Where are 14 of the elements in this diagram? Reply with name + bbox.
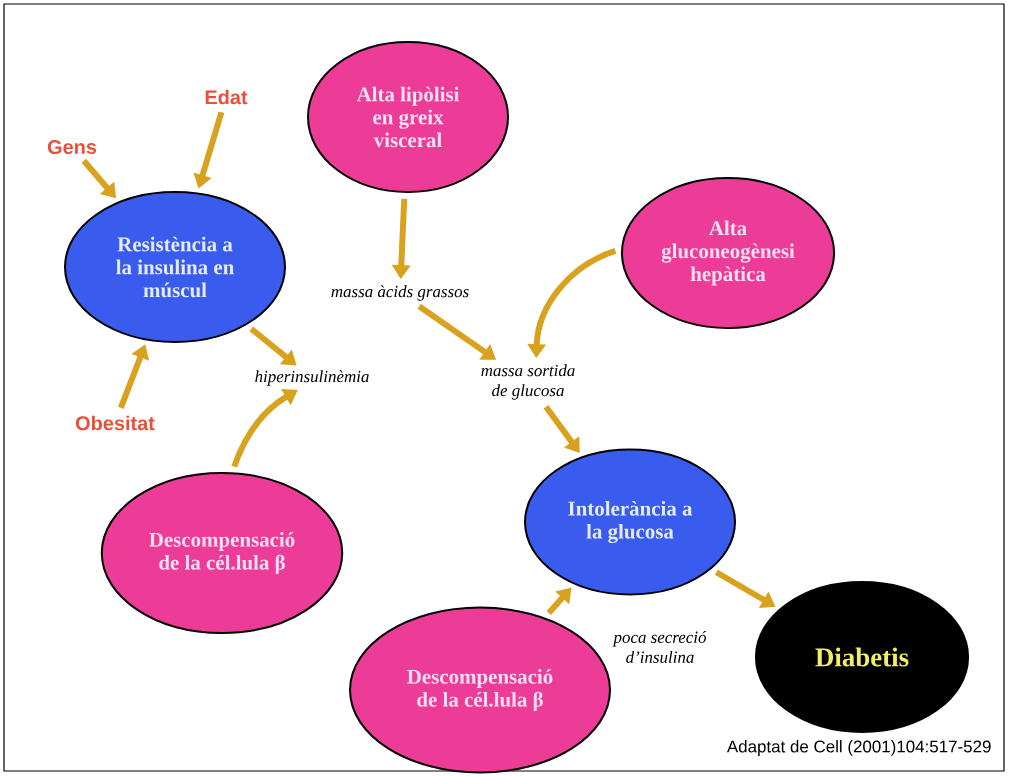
note-label: poca secreció d’insulina	[612, 631, 707, 663]
process-label: massa àcids grassos	[331, 285, 469, 301]
ellipse-node: Intolerància a la glucosa	[524, 448, 736, 596]
ellipse-node: Resistència a la insulina en múscul	[64, 191, 286, 343]
process-label: hiperinsulinèmia	[255, 370, 369, 386]
ellipse-node: Descompensació de la cél.lula β	[349, 606, 611, 774]
process-label: massa sortida de glucosa	[481, 364, 575, 400]
factor-label: Edat	[205, 89, 248, 105]
factor-label: Gens	[47, 139, 97, 155]
ellipse-node: Descompensació de la cél.lula β	[100, 472, 344, 634]
factor-label: Obesitat	[75, 415, 155, 431]
ellipse-node: Alta gluconeogènesi hepàtica	[620, 177, 836, 329]
ellipse-node: Alta lipòlisi en greix visceral	[307, 41, 509, 193]
caption: Adaptat de Cell (2001)104:517-529	[726, 740, 991, 756]
